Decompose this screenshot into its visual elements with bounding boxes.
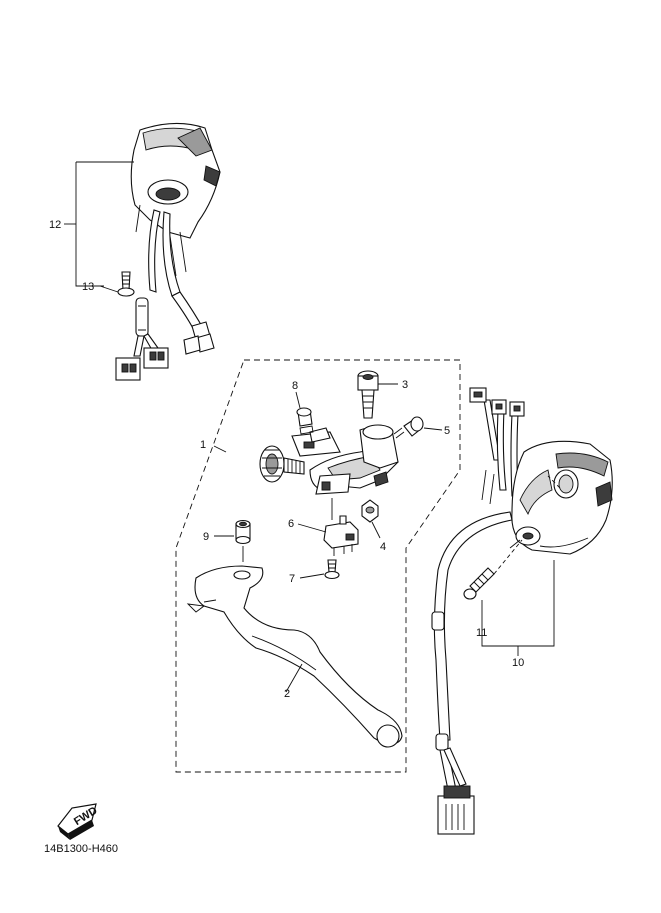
lever-holder xyxy=(259,424,399,495)
callout-4: 4 xyxy=(380,541,386,553)
clutch-switch-6 xyxy=(323,515,359,556)
diagram-code: 14B1300-H460 xyxy=(44,843,118,855)
nut-4 xyxy=(361,499,379,523)
callout-10: 10 xyxy=(512,657,524,669)
callout-11: 11 xyxy=(476,627,487,639)
collar-9 xyxy=(235,519,251,545)
screw-8 xyxy=(296,407,314,435)
bracket-12-13 xyxy=(75,161,134,287)
callout-12: 12 xyxy=(49,219,61,231)
screw-7 xyxy=(324,559,340,580)
callout-9: 9 xyxy=(203,531,209,543)
clutch-lever-2 xyxy=(186,565,403,748)
fwd-arrow-icon: FWD xyxy=(57,803,100,840)
bolt-3 xyxy=(357,370,379,419)
screw-5 xyxy=(393,416,424,439)
callout-5: 5 xyxy=(444,425,450,437)
callout-7: 7 xyxy=(289,573,295,585)
callout-13: 13 xyxy=(82,281,94,293)
right-handlebar-switch xyxy=(431,387,613,835)
callout-8: 8 xyxy=(292,380,298,392)
callout-6: 6 xyxy=(288,518,294,530)
assembly-outline-dashed xyxy=(175,359,461,773)
callout-1: 1 xyxy=(200,439,206,451)
left-handlebar-switch xyxy=(115,122,221,381)
callout-2: 2 xyxy=(284,688,290,700)
callout-3: 3 xyxy=(402,379,408,391)
